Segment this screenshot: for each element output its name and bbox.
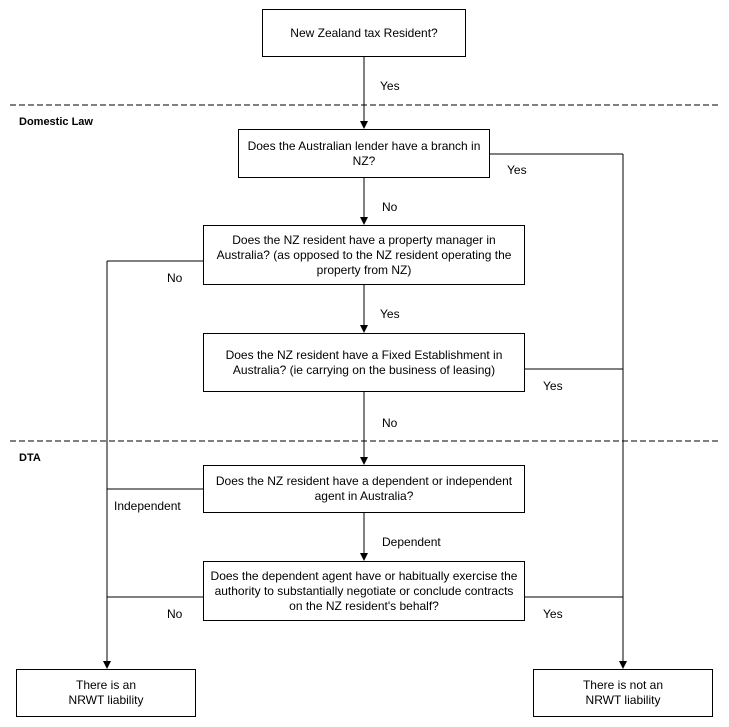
label-agent-dependent: Dependent xyxy=(382,535,441,549)
node-fixed-establishment: Does the NZ resident have a Fixed Establ… xyxy=(203,333,525,392)
label-manager-no: No xyxy=(167,271,183,285)
label-resident-yes: Yes xyxy=(380,79,400,93)
label-fixed-no: No xyxy=(382,416,398,430)
outcome-no-nrwt-liability-text: There is not an NRWT liability xyxy=(582,678,664,707)
label-agent-independent: Independent xyxy=(114,499,181,513)
section-dta: DTA xyxy=(19,452,41,464)
node-lender-branch-text: Does the Australian lender have a branch… xyxy=(247,138,481,168)
outcome-nrwt-liability-text: There is an NRWT liability xyxy=(68,678,144,707)
node-nz-tax-resident: New Zealand tax Resident? xyxy=(262,9,466,57)
node-property-manager: Does the NZ resident have a property man… xyxy=(203,225,525,285)
outcome-nrwt-liability: There is an NRWT liability xyxy=(16,669,196,717)
node-agent-authority-text: Does the dependent agent have or habitua… xyxy=(210,568,518,613)
node-property-manager-text: Does the NZ resident have a property man… xyxy=(216,232,512,277)
outcome-no-nrwt-liability: There is not an NRWT liability xyxy=(533,669,713,717)
node-lender-branch: Does the Australian lender have a branch… xyxy=(238,129,490,178)
section-domestic-law: Domestic Law xyxy=(19,116,93,128)
node-fixed-establishment-text: Does the NZ resident have a Fixed Establ… xyxy=(225,347,503,377)
label-branch-yes: Yes xyxy=(507,163,527,177)
label-manager-yes: Yes xyxy=(380,307,400,321)
node-agent-authority: Does the dependent agent have or habitua… xyxy=(203,561,525,621)
node-agent-type-text: Does the NZ resident have a dependent or… xyxy=(215,474,513,503)
label-authority-yes: Yes xyxy=(543,607,563,621)
node-nz-tax-resident-text: New Zealand tax Resident? xyxy=(290,25,438,40)
label-authority-no: No xyxy=(167,607,183,621)
node-agent-type: Does the NZ resident have a dependent or… xyxy=(203,465,525,513)
label-branch-no: No xyxy=(382,200,398,214)
label-fixed-yes: Yes xyxy=(543,379,563,393)
